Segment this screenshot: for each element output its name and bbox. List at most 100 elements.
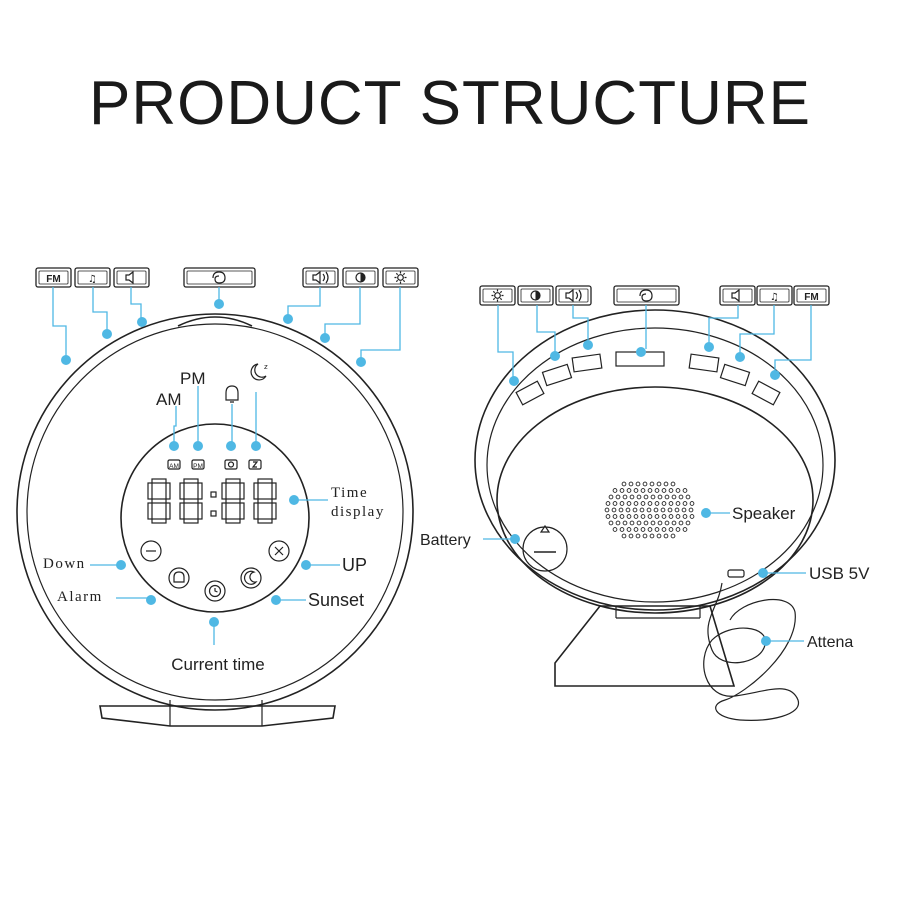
speaker-hole	[682, 488, 688, 493]
speaker-hole	[646, 507, 652, 513]
back-button-music[interactable]: ♫	[756, 285, 793, 306]
speaker-hole	[656, 481, 662, 487]
back-stand	[554, 605, 736, 687]
speaker-hole	[647, 527, 653, 532]
speaker-hole	[664, 494, 670, 500]
back-button-fm[interactable]: FM	[793, 285, 830, 306]
speaker-hole	[633, 527, 639, 532]
back-body-outer	[474, 309, 836, 611]
lcd-segment	[257, 498, 273, 504]
lcd-segment	[183, 478, 199, 484]
speaker-hole	[633, 501, 639, 506]
down-button[interactable]	[140, 540, 162, 562]
back-panel	[496, 386, 814, 614]
alarm-button[interactable]	[168, 567, 190, 589]
speaker-hole	[642, 481, 648, 487]
antenna-label: Attena	[807, 634, 853, 651]
speaker-hole	[628, 481, 634, 487]
back-button-volume-down[interactable]	[719, 285, 756, 306]
speaker-hole	[649, 533, 655, 539]
front-body-inner	[26, 323, 404, 701]
speaker-hole	[635, 481, 641, 487]
up-button[interactable]	[268, 540, 290, 562]
lcd-segment	[197, 502, 203, 520]
speaker-hole	[661, 514, 667, 519]
speaker-hole	[639, 507, 645, 513]
speaker-hole	[689, 514, 695, 519]
lcd-segment	[147, 502, 153, 520]
speaker-hole	[681, 507, 687, 513]
front-button-white-noise[interactable]	[183, 267, 256, 288]
speaker-hole	[633, 514, 639, 519]
lcd-segment	[165, 482, 171, 500]
speaker-hole	[685, 520, 691, 526]
speaker-hole	[657, 494, 663, 500]
speaker-hole	[674, 507, 680, 513]
volume-low-icon	[731, 288, 740, 303]
sunset-button[interactable]	[240, 567, 262, 589]
front-button-brightness[interactable]	[382, 267, 419, 288]
front-button-volume-down[interactable]	[113, 267, 150, 288]
speaker-hole	[604, 507, 610, 513]
speaker-grille	[604, 481, 695, 539]
speaker-hole	[625, 507, 631, 513]
speaker-hole	[612, 527, 618, 532]
usb-label: USB 5V	[809, 564, 870, 583]
speaker-hole	[611, 507, 617, 513]
back-button-brightness[interactable]	[479, 285, 516, 306]
speaker-hole	[647, 488, 653, 493]
back-button-white-noise[interactable]	[613, 285, 680, 306]
volume-high-icon	[565, 288, 582, 303]
usb-port	[727, 569, 745, 578]
speaker-hole	[619, 527, 625, 532]
speaker-hole	[615, 494, 621, 500]
lcd-segment	[179, 502, 185, 520]
speaker-hole	[654, 488, 660, 493]
speaker-hole	[605, 501, 611, 506]
speaker-hole	[661, 501, 667, 506]
lcd-segment	[165, 502, 171, 520]
lcd-segment	[239, 502, 245, 520]
speaker-hole	[682, 501, 688, 506]
speaker-hole	[628, 533, 634, 539]
current-time-button[interactable]	[204, 580, 226, 602]
speaker-label: Speaker	[732, 504, 796, 523]
speaker-hole	[671, 494, 677, 500]
music-note-icon: ♫	[88, 274, 97, 285]
lcd-segment	[257, 478, 273, 484]
speaker-hole	[647, 514, 653, 519]
speaker-hole	[629, 494, 635, 500]
music-note-icon: ♫	[770, 292, 779, 303]
volume-high-icon	[312, 270, 329, 285]
back-button-contrast[interactable]	[517, 285, 554, 306]
speaker-hole	[675, 527, 681, 532]
speaker-hole	[653, 507, 659, 513]
alarm-bell-icon	[225, 385, 239, 403]
speaker-hole	[689, 501, 695, 506]
lcd-segment	[183, 498, 199, 504]
front-button-fm[interactable]: FM	[35, 267, 72, 288]
speaker-hole	[663, 481, 669, 487]
speaker-hole	[619, 488, 625, 493]
speaker-hole	[640, 527, 646, 532]
speaker-hole	[647, 501, 653, 506]
battery-cover	[522, 524, 568, 572]
speaker-hole	[675, 488, 681, 493]
back-button-volume-up[interactable]	[555, 285, 592, 306]
front-button-volume-up[interactable]	[302, 267, 339, 288]
speaker-hole	[608, 494, 614, 500]
lcd-segment	[221, 502, 227, 520]
front-button-music[interactable]: ♫	[74, 267, 111, 288]
alarm-label: Alarm	[57, 589, 103, 605]
speaker-hole	[643, 494, 649, 500]
speaker-hole	[621, 481, 627, 487]
am-indicator: AM	[169, 463, 179, 470]
speaker-hole	[678, 520, 684, 526]
speaker-hole	[612, 501, 618, 506]
front-button-contrast[interactable]	[342, 267, 379, 288]
lcd-segment	[197, 482, 203, 500]
svg-text:z: z	[264, 363, 268, 371]
speaker-hole	[670, 533, 676, 539]
lcd-segment	[151, 498, 167, 504]
